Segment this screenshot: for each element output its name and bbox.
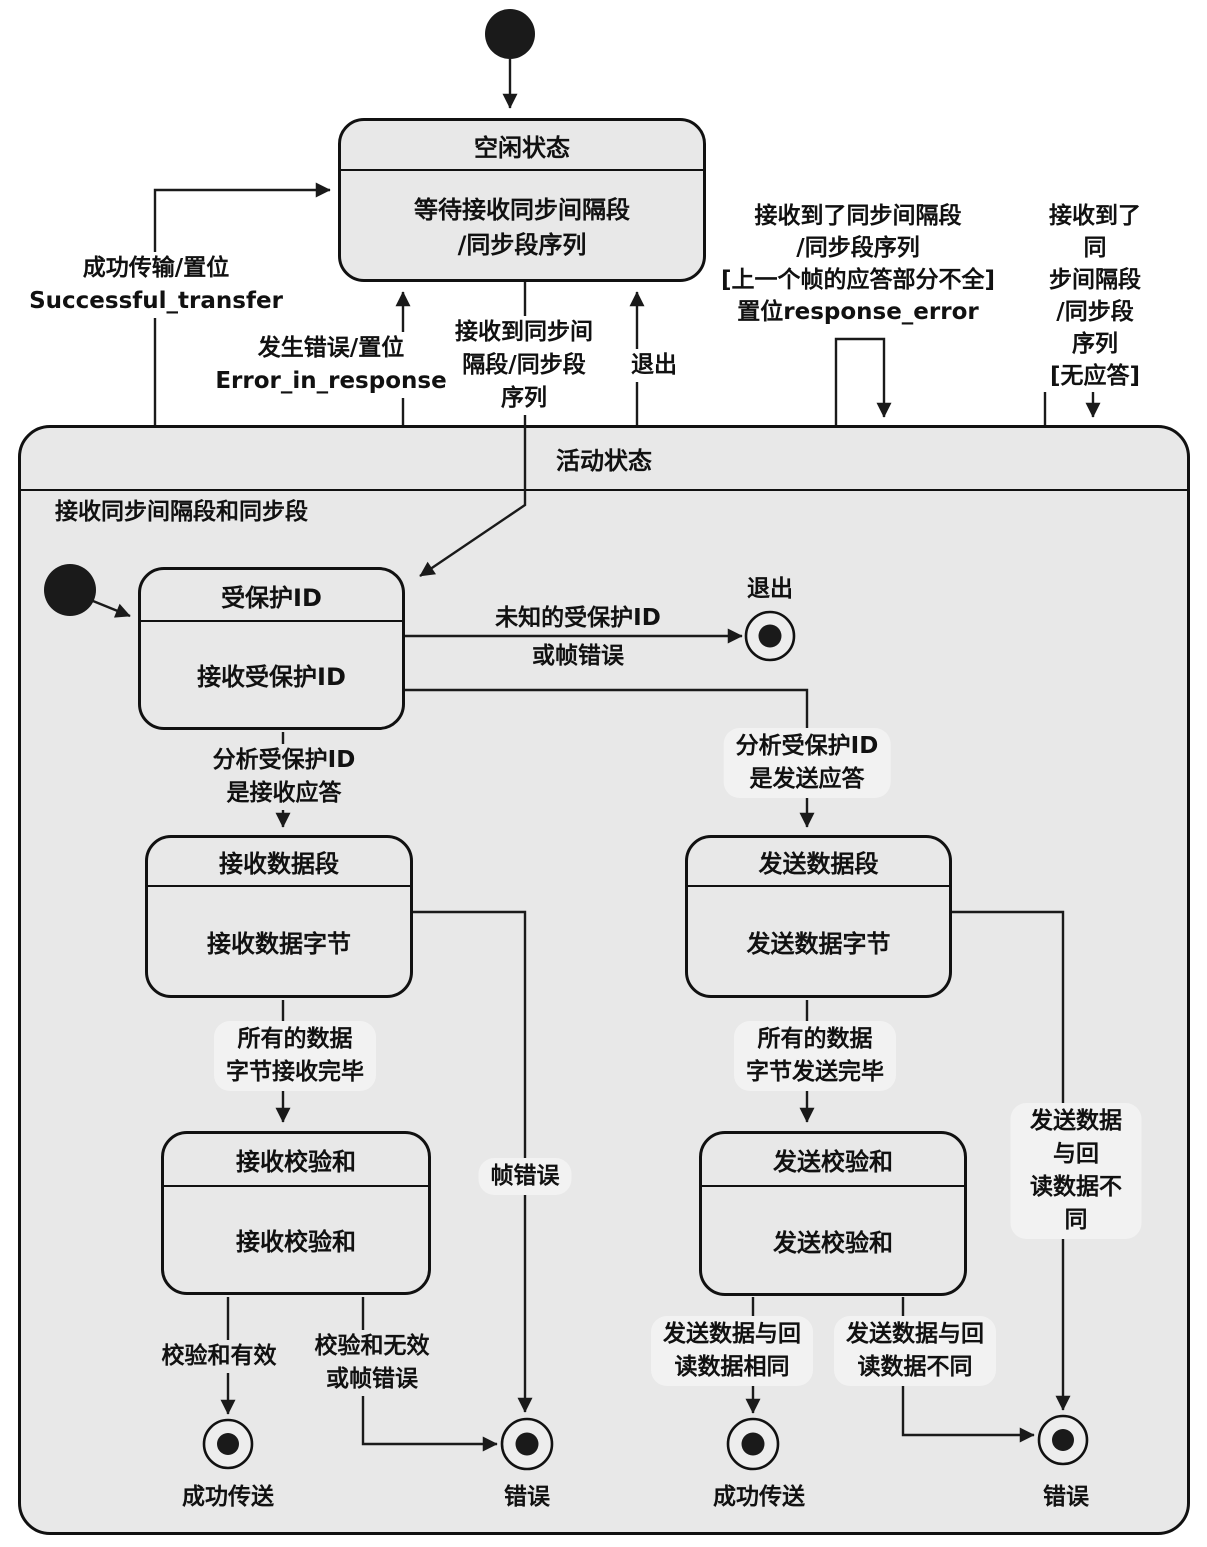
state-idle-title: 空闲状态	[341, 121, 703, 171]
transition-successful-transfer	[153, 182, 331, 425]
label-checksum-valid: 校验和有效	[155, 1340, 283, 1373]
state-receive-checksum: 接收校验和 接收校验和	[161, 1131, 431, 1295]
label-analyze-receive: 分析受保护ID 是接收应答	[206, 744, 362, 810]
label-frame-error: 帧错误	[478, 1158, 572, 1195]
label-send-read-differ-bottom: 发送数据与回 读数据不同	[834, 1316, 996, 1386]
label-active-entry: 接收同步间隔段和同步段	[55, 499, 308, 525]
state-receive-data-title: 接收数据段	[148, 838, 410, 887]
initial-state-dot-top	[485, 9, 535, 59]
label-all-bytes-received: 所有的数据 字节接收完毕	[214, 1021, 376, 1091]
label-error-left: 错误	[504, 1484, 550, 1510]
state-active-title: 活动状态	[21, 428, 1187, 491]
final-dot-success-left	[217, 1433, 239, 1455]
self-transition-response-error	[834, 337, 892, 425]
label-response-error: 接收到了同步间隔段 /同步段序列 [上一个帧的应答部分不全] 置位respons…	[714, 200, 1002, 328]
state-idle: 空闲状态 等待接收同步间隔段 /同步段序列	[338, 118, 706, 282]
transition-inner-initial	[92, 599, 131, 618]
label-successful-transfer: 成功传输/置位 Successful_transfer	[23, 252, 289, 318]
label-unknown-id-line1: 未知的受保护ID	[495, 605, 661, 631]
initial-state-dot-active	[44, 564, 96, 616]
label-unknown-id-line2: 或帧错误	[532, 643, 624, 669]
state-protected-id-title: 受保护ID	[141, 570, 402, 622]
label-exit-to-idle: 退出	[625, 349, 683, 382]
state-protected-id-body: 接收受保护ID	[197, 663, 346, 691]
state-send-checksum-body: 发送校验和	[773, 1228, 893, 1257]
state-receive-checksum-body: 接收校验和	[236, 1228, 356, 1256]
label-all-bytes-sent: 所有的数据 字节发送完毕	[734, 1021, 896, 1091]
state-send-checksum: 发送校验和 发送校验和	[699, 1131, 967, 1296]
state-protected-id: 受保护ID 接收受保护ID	[138, 567, 405, 730]
state-receive-data-body: 接收数据字节	[207, 929, 351, 958]
state-receive-data: 接收数据段 接收数据字节	[145, 835, 413, 998]
label-send-read-same: 发送数据与回 读数据相同	[651, 1316, 813, 1386]
state-send-data: 发送数据段 发送数据字节	[685, 835, 952, 998]
label-analyze-send: 分析受保护ID 是发送应答	[723, 728, 891, 798]
state-receive-checksum-title: 接收校验和	[164, 1134, 428, 1187]
state-send-data-title: 发送数据段	[688, 838, 949, 887]
final-dot-success-right	[741, 1432, 765, 1456]
final-dot-error-right	[1052, 1429, 1074, 1451]
transition-send-differ-right	[950, 910, 1071, 1411]
label-success-right: 成功传送	[713, 1484, 805, 1510]
exit-point-dot	[758, 624, 782, 648]
label-received-sync-seq: 接收到同步间 隔段/同步段 序列	[449, 316, 599, 415]
state-send-data-body: 发送数据字节	[746, 929, 891, 958]
label-error-right: 错误	[1043, 1484, 1089, 1510]
label-error-in-response: 发生错误/置位 Error_in_response	[209, 332, 453, 398]
label-checksum-invalid: 校验和无效 或帧错误	[308, 1330, 436, 1396]
state-send-checksum-title: 发送校验和	[702, 1134, 964, 1187]
label-exit-inner: 退出	[747, 576, 793, 602]
final-dot-error-left	[515, 1432, 539, 1456]
label-send-read-differ-right: 发送数据与回 读数据不同	[1010, 1103, 1142, 1239]
transition-frame-error	[413, 910, 533, 1413]
state-idle-body: 等待接收同步间隔段 /同步段序列	[414, 196, 630, 259]
label-no-response: 接收到了同 步间隔段 /同步段序列 [无应答]	[1039, 200, 1151, 392]
label-success-left: 成功传送	[182, 1484, 274, 1510]
